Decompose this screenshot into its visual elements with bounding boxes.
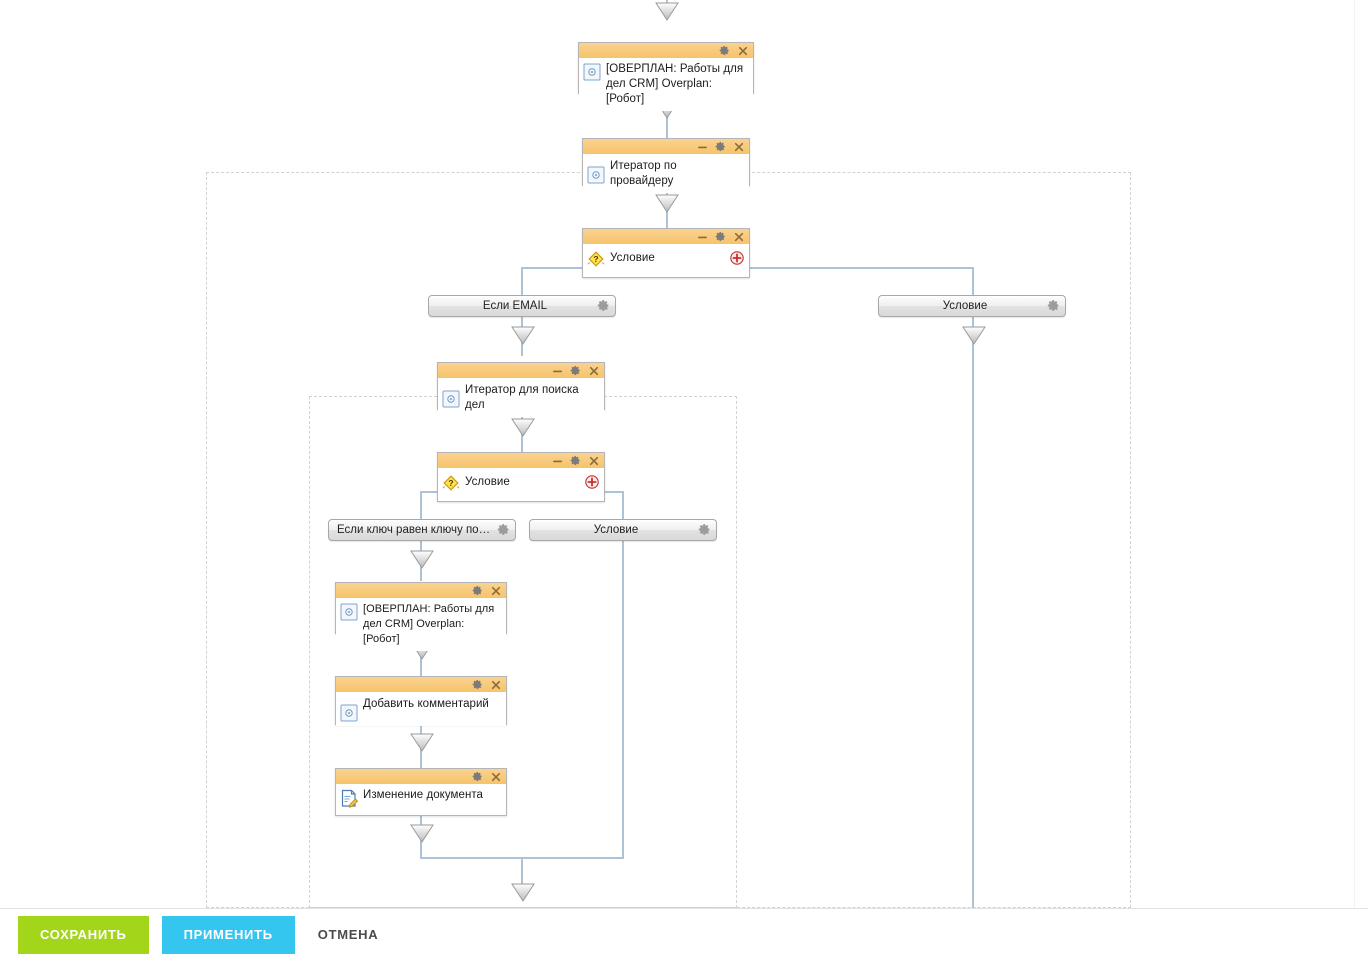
node-add-comment[interactable]: Добавить комментарий <box>335 676 507 726</box>
node-titlebar <box>336 583 506 598</box>
branch-label: Если EMAIL <box>482 300 548 312</box>
node-overplan-top[interactable]: [ОВЕРПЛАН: Работы для дел CRM] Overplan:… <box>578 42 754 111</box>
gear-icon[interactable] <box>497 523 511 537</box>
node-change-document[interactable]: Изменение документа <box>335 768 507 816</box>
arrow-down-icon <box>654 194 680 214</box>
node-condition-inner[interactable]: ? Условие <box>437 452 605 502</box>
connector-bus-to-branch-cond-inner <box>622 491 624 520</box>
condition-diamond-icon: ? <box>587 250 605 268</box>
arrow-down-icon <box>409 733 435 753</box>
branch-label: Условие <box>942 300 988 312</box>
node-titlebar <box>579 43 753 58</box>
condition-diamond-icon: ? <box>442 474 460 492</box>
minimize-icon[interactable] <box>551 364 564 377</box>
node-label: Итератор для поиска дел <box>465 384 579 411</box>
arrow-down-icon <box>654 2 680 22</box>
workflow-canvas[interactable]: [ОВЕРПЛАН: Работы для дел CRM] Overplan:… <box>0 0 1368 908</box>
node-label: [ОВЕРПЛАН: Работы для дел CRM] Overplan:… <box>606 63 744 105</box>
gear-icon[interactable] <box>714 230 727 243</box>
node-body: Изменение документа <box>336 784 506 811</box>
gear-icon[interactable] <box>569 454 582 467</box>
close-icon[interactable] <box>587 454 600 467</box>
gear-icon[interactable] <box>471 584 484 597</box>
connector-bus-to-branch-key <box>420 491 422 520</box>
svg-text:?: ? <box>448 478 453 488</box>
node-titlebar <box>438 363 604 378</box>
gear-icon[interactable] <box>471 770 484 783</box>
close-icon[interactable] <box>732 140 745 153</box>
node-titlebar <box>438 453 604 468</box>
branch-label: Условие <box>593 524 639 536</box>
minimize-icon[interactable] <box>696 140 709 153</box>
apply-button[interactable]: ПРИМЕНИТЬ <box>161 915 295 954</box>
close-icon[interactable] <box>489 770 502 783</box>
gear-icon[interactable] <box>569 364 582 377</box>
node-body: Итератор для поиска дел <box>438 378 604 417</box>
activity-square-icon <box>583 63 601 81</box>
node-iterator-search[interactable]: Итератор для поиска дел <box>437 362 605 417</box>
close-icon[interactable] <box>732 230 745 243</box>
node-body: ? Условие <box>583 244 749 272</box>
branch-button-if-email[interactable]: Если EMAIL <box>428 295 616 317</box>
node-body: ? Условие <box>438 468 604 496</box>
plus-icon[interactable] <box>585 475 599 489</box>
gear-icon[interactable] <box>698 523 712 537</box>
node-body: [ОВЕРПЛАН: Работы для дел CRM] Overplan:… <box>336 598 506 651</box>
close-icon[interactable] <box>587 364 600 377</box>
gear-icon[interactable] <box>1047 299 1061 313</box>
branch-button-condition-right[interactable]: Условие <box>878 295 1066 317</box>
activity-square-icon <box>442 390 460 408</box>
plus-icon[interactable] <box>730 251 744 265</box>
bottom-toolbar: СОХРАНИТЬ ПРИМЕНИТЬ ОТМЕНА <box>0 908 1368 960</box>
gear-icon[interactable] <box>471 678 484 691</box>
branch-label: Если ключ равен ключу по пр... <box>337 524 493 536</box>
gear-icon[interactable] <box>597 299 611 313</box>
node-titlebar <box>336 769 506 784</box>
connector-inner-merge-down <box>521 857 523 893</box>
svg-text:?: ? <box>593 254 598 264</box>
minimize-icon[interactable] <box>696 230 709 243</box>
branch-button-condition-inner[interactable]: Условие <box>529 519 717 541</box>
save-button[interactable]: СОХРАНИТЬ <box>18 915 149 954</box>
node-overplan-inner[interactable]: [ОВЕРПЛАН: Работы для дел CRM] Overplan:… <box>335 582 507 651</box>
activity-square-icon <box>587 166 605 184</box>
cancel-button[interactable]: ОТМЕНА <box>308 916 389 954</box>
node-iterator-provider[interactable]: Итератор по провайдеру <box>582 138 750 193</box>
node-condition-outer[interactable]: ? Условие <box>582 228 750 278</box>
minimize-icon[interactable] <box>551 454 564 467</box>
arrow-down-icon <box>510 326 536 346</box>
arrow-down-icon <box>510 418 536 438</box>
connector-bus-to-branch-right <box>972 267 974 296</box>
gear-icon[interactable] <box>714 140 727 153</box>
connector-bus-to-branch-email <box>521 267 523 296</box>
canvas-right-edge <box>1354 0 1368 908</box>
connector-branch-cond-inner-down <box>622 541 624 859</box>
branch-button-if-key-equal[interactable]: Если ключ равен ключу по пр... <box>328 519 516 541</box>
node-label: [ОВЕРПЛАН: Работы для дел CRM] Overplan:… <box>363 603 495 645</box>
arrow-down-icon <box>409 550 435 570</box>
close-icon[interactable] <box>489 584 502 597</box>
node-body: [ОВЕРПЛАН: Работы для дел CRM] Overplan:… <box>579 58 753 111</box>
connector-branch-right-down <box>972 317 974 908</box>
node-label: Условие <box>465 476 510 488</box>
node-label: Добавить комментарий <box>363 698 489 710</box>
node-titlebar <box>336 677 506 692</box>
close-icon[interactable] <box>489 678 502 691</box>
node-body: Добавить комментарий <box>336 692 506 726</box>
arrow-down-icon <box>510 883 536 903</box>
node-titlebar <box>583 139 749 154</box>
gear-icon[interactable] <box>718 44 731 57</box>
node-body: Итератор по провайдеру <box>583 154 749 193</box>
activity-square-icon <box>340 704 358 722</box>
close-icon[interactable] <box>736 44 749 57</box>
node-label: Изменение документа <box>363 789 483 801</box>
node-label: Итератор по провайдеру <box>610 160 677 187</box>
activity-square-icon <box>340 603 358 621</box>
arrow-down-icon <box>961 326 987 346</box>
node-titlebar <box>583 229 749 244</box>
document-edit-icon <box>340 789 359 808</box>
node-label: Условие <box>610 252 655 264</box>
arrow-down-icon <box>409 824 435 844</box>
